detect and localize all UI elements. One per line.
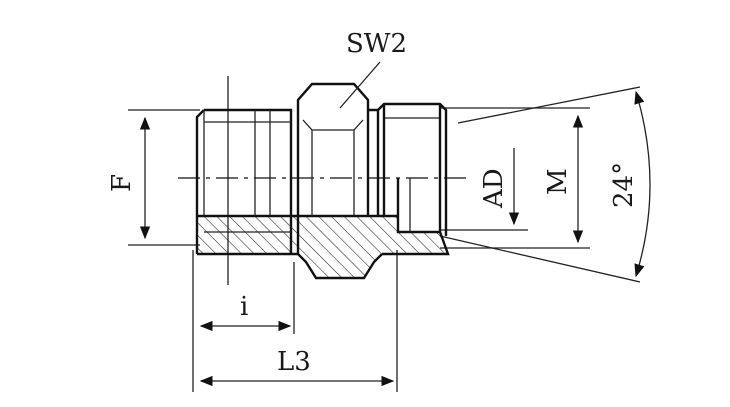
label-ad: AD xyxy=(479,168,509,209)
label-f: F xyxy=(107,174,137,192)
sw2-leader xyxy=(339,61,381,109)
label-sw2: SW2 xyxy=(346,29,407,59)
label-i: i xyxy=(240,292,248,322)
label-m: M xyxy=(543,168,573,195)
dimension-arrows xyxy=(139,90,651,387)
part-outline xyxy=(195,82,450,280)
label-angle: 24° xyxy=(609,162,639,208)
label-l3: L3 xyxy=(277,347,311,377)
